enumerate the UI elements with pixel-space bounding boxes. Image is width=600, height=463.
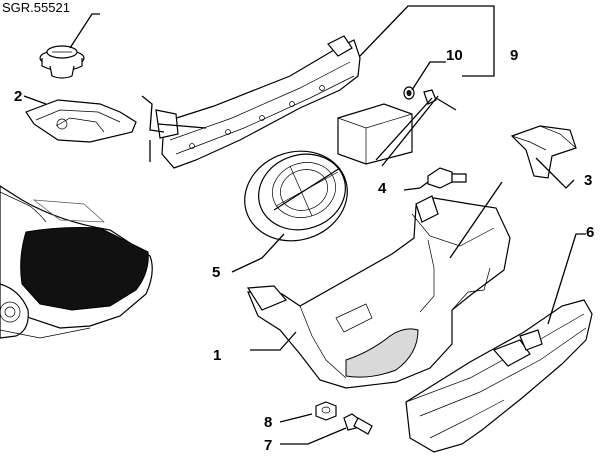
callout-9: 9 xyxy=(510,47,518,64)
callout-10: 10 xyxy=(446,47,463,64)
part-2-panel xyxy=(23,95,137,143)
callout-1: 1 xyxy=(213,347,221,364)
part-10-jack-kit xyxy=(337,61,457,167)
part-4-screw xyxy=(403,167,467,191)
diagram-code: SGR.55521 xyxy=(2,0,70,15)
part-8-nut xyxy=(279,401,337,423)
callout-6: 6 xyxy=(586,224,594,241)
callout-7: 7 xyxy=(264,437,272,454)
fastener-plug-part xyxy=(39,13,100,79)
part-3-bracket xyxy=(510,125,577,189)
callout-2: 2 xyxy=(14,88,22,105)
callout-4: 4 xyxy=(378,180,387,197)
callout-8: 8 xyxy=(264,414,272,431)
part-1-trunk-tub xyxy=(246,181,511,389)
callout-5: 5 xyxy=(212,264,220,281)
part-9-crossmember xyxy=(141,5,495,169)
part-5-spare-wheel xyxy=(231,150,348,273)
part-6-rear-sill xyxy=(405,233,593,453)
car-rear-outline xyxy=(0,185,153,339)
callout-3: 3 xyxy=(584,172,592,189)
part-7-bolt xyxy=(280,413,373,445)
